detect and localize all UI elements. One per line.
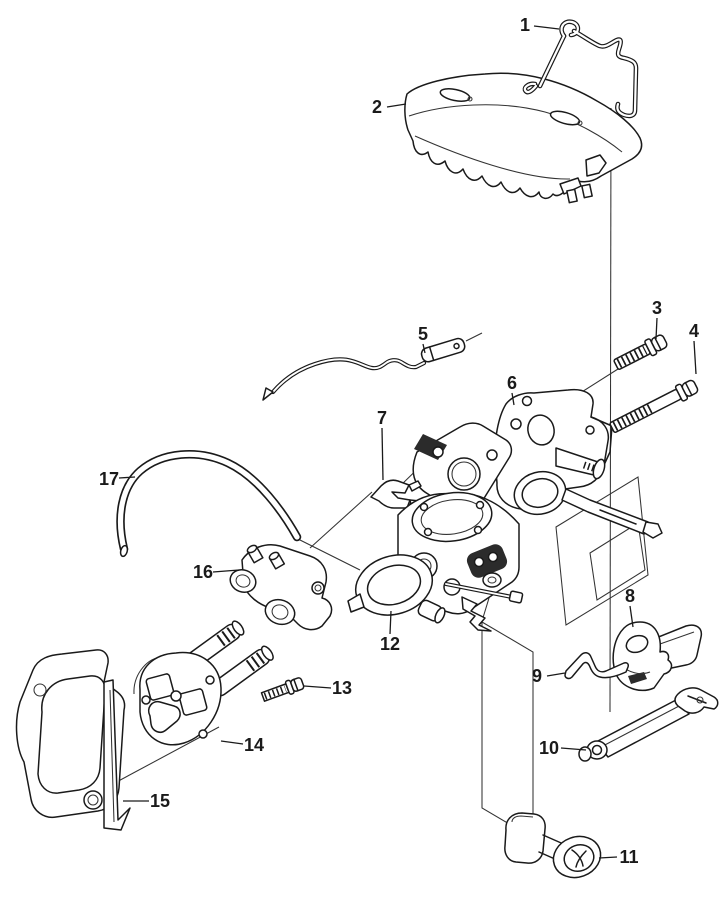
callout-2: 2 bbox=[372, 97, 407, 117]
callout-15: 15 bbox=[123, 791, 170, 811]
callout-10: 10 bbox=[539, 738, 587, 758]
part-6-carburetor-bracket bbox=[494, 388, 663, 539]
part-15-shield-frame bbox=[15, 649, 131, 831]
callout-number: 3 bbox=[652, 298, 662, 318]
callout-leader-line bbox=[546, 672, 566, 677]
callout-number: 12 bbox=[380, 634, 400, 654]
part-1-wire-bail bbox=[522, 19, 639, 119]
part-14-flange bbox=[133, 651, 222, 746]
callout-11: 11 bbox=[598, 847, 639, 867]
callout-number: 13 bbox=[332, 678, 352, 698]
callout-1: 1 bbox=[520, 15, 560, 35]
callout-leader-line bbox=[422, 343, 426, 354]
callout-5: 5 bbox=[418, 324, 428, 354]
part-2-air-filter-cover bbox=[404, 72, 643, 204]
callout-16: 16 bbox=[193, 562, 240, 582]
callout-4: 4 bbox=[689, 321, 699, 375]
callout-17: 17 bbox=[99, 469, 136, 489]
callout-number: 15 bbox=[150, 791, 170, 811]
callout-leader-line bbox=[511, 392, 515, 406]
callout-leader-line bbox=[693, 340, 697, 375]
callout-number: 10 bbox=[539, 738, 559, 758]
callout-leader-line bbox=[389, 610, 392, 635]
part-13-screw bbox=[260, 677, 305, 702]
callout-number: 6 bbox=[507, 373, 517, 393]
callout-13: 13 bbox=[303, 678, 352, 698]
part-17-hose bbox=[116, 450, 302, 558]
callout-leader-line bbox=[598, 856, 618, 859]
callout-number: 5 bbox=[418, 324, 428, 344]
callout-14: 14 bbox=[220, 735, 264, 755]
part-5-throttle-rod bbox=[262, 332, 483, 401]
callout-12: 12 bbox=[380, 610, 400, 654]
callout-leader-line bbox=[655, 317, 658, 340]
part-11-primer-bulb bbox=[504, 812, 602, 879]
callout-leader-line bbox=[560, 747, 587, 751]
callout-number: 9 bbox=[532, 666, 542, 686]
callout-leader-line bbox=[533, 25, 560, 30]
callout-leader-line bbox=[381, 427, 384, 481]
callout-number: 14 bbox=[244, 735, 264, 755]
part-8-choke-knob bbox=[612, 621, 703, 692]
callout-leader-line bbox=[629, 605, 634, 628]
callout-leader-line bbox=[212, 569, 240, 573]
callout-number: 11 bbox=[619, 847, 638, 867]
callout-number: 1 bbox=[520, 15, 530, 35]
callout-number: 4 bbox=[689, 321, 699, 341]
part-10-lever bbox=[578, 687, 719, 762]
callout-number: 2 bbox=[372, 97, 382, 117]
part-3-screw bbox=[613, 334, 668, 370]
part-12-clamp bbox=[347, 554, 446, 624]
callout-number: 17 bbox=[99, 469, 119, 489]
callout-number: 7 bbox=[377, 408, 387, 428]
callout-6: 6 bbox=[507, 373, 517, 406]
callout-8: 8 bbox=[625, 586, 635, 628]
callout-leader-line bbox=[303, 685, 332, 689]
callout-9: 9 bbox=[532, 666, 566, 686]
callout-3: 3 bbox=[652, 298, 662, 340]
callout-number: 8 bbox=[625, 586, 635, 606]
part-4-screw bbox=[609, 379, 699, 433]
part-16-manifold bbox=[229, 544, 333, 631]
callout-number: 16 bbox=[193, 562, 213, 582]
callout-leader-line bbox=[386, 103, 407, 108]
spacer-plate bbox=[412, 422, 513, 516]
callout-leader-line bbox=[118, 476, 136, 479]
part-9-bracket-strip bbox=[564, 652, 629, 680]
callout-7: 7 bbox=[377, 408, 387, 481]
callout-leader-line bbox=[220, 740, 244, 745]
